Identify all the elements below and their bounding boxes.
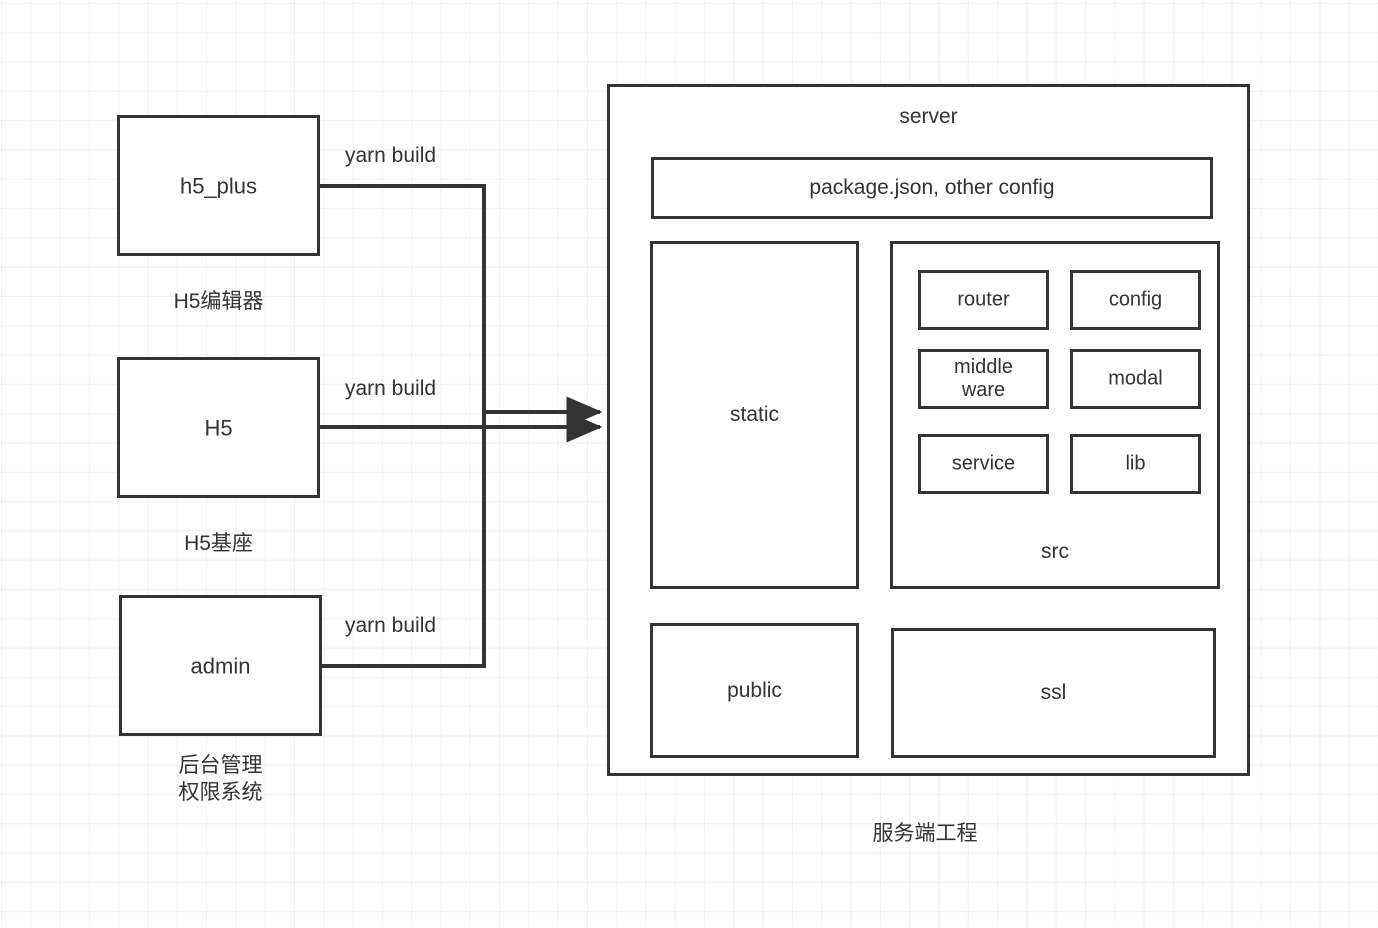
node-src-router-label: router bbox=[957, 288, 1010, 311]
node-src-service[interactable]: service bbox=[918, 434, 1049, 494]
edge-label-yarn-build-admin: yarn build bbox=[345, 614, 437, 637]
edge-label-yarn-build-h5-plus: yarn build bbox=[345, 144, 437, 167]
node-package-config-label: package.json, other config bbox=[809, 175, 1055, 199]
node-src-config[interactable]: config bbox=[1070, 270, 1201, 330]
node-public[interactable]: public bbox=[650, 623, 859, 758]
node-h5[interactable]: H5 bbox=[117, 357, 320, 498]
node-server-container[interactable]: server package.json, other config static… bbox=[607, 84, 1250, 776]
node-src-container[interactable]: router config middle ware modal service … bbox=[890, 241, 1220, 589]
node-public-label: public bbox=[727, 678, 782, 702]
node-h5-plus[interactable]: h5_plus bbox=[117, 115, 320, 256]
node-src-middleware-label: middle ware bbox=[954, 356, 1013, 401]
node-src-service-label: service bbox=[951, 452, 1016, 475]
caption-server: 服务端工程 bbox=[872, 822, 978, 845]
node-admin[interactable]: admin bbox=[119, 595, 322, 736]
node-h5-label: H5 bbox=[204, 414, 233, 440]
node-src-modal[interactable]: modal bbox=[1070, 349, 1201, 409]
node-h5-plus-label: h5_plus bbox=[179, 172, 258, 198]
node-src-router[interactable]: router bbox=[918, 270, 1049, 330]
node-static-label: static bbox=[729, 402, 779, 426]
node-static[interactable]: static bbox=[650, 241, 859, 589]
node-src-config-label: config bbox=[1108, 288, 1163, 311]
edge-label-yarn-build-h5: yarn build bbox=[345, 377, 437, 400]
node-src-lib-label: lib bbox=[1125, 452, 1146, 475]
node-ssl-label: ssl bbox=[1040, 680, 1067, 704]
node-src-modal-label: modal bbox=[1108, 367, 1163, 390]
node-src-middleware[interactable]: middle ware bbox=[918, 349, 1049, 409]
node-package-config[interactable]: package.json, other config bbox=[651, 157, 1213, 219]
caption-h5-plus: H5编辑器 bbox=[173, 290, 264, 313]
server-title: server bbox=[899, 105, 958, 128]
node-src-lib[interactable]: lib bbox=[1070, 434, 1201, 494]
caption-h5: H5基座 bbox=[184, 532, 253, 555]
node-ssl[interactable]: ssl bbox=[891, 628, 1216, 758]
node-src-title: src bbox=[1041, 540, 1069, 563]
node-admin-label: admin bbox=[190, 652, 251, 678]
caption-admin: 后台管理 权限系统 bbox=[178, 754, 263, 805]
